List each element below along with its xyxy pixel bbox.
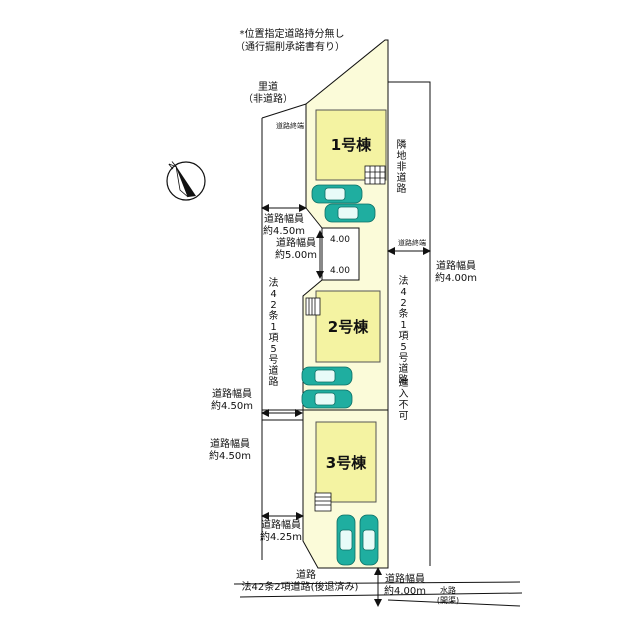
width-400-bottom-line1: 道路幅員 [385, 572, 425, 585]
bottom-road-line1: 道路 [296, 568, 316, 581]
width-425-line2: 約4.25m [260, 530, 302, 543]
road-end-right: 道路終端 [398, 238, 426, 247]
satodo-line2: （非道路） [243, 92, 293, 105]
building-1-label: 1号棟 [331, 136, 372, 154]
waterway-line2: (開渠) [437, 595, 459, 605]
width-425-line1: 道路幅員 [261, 518, 301, 531]
width-400-right-line2: 約4.00m [435, 271, 477, 284]
width-400-right-line1: 道路幅員 [436, 259, 476, 272]
car-3a [336, 514, 356, 566]
width-450-c-line1: 道路幅員 [210, 437, 250, 450]
waterway-line1: 水路 [440, 585, 456, 595]
dim-400-top: 4.00 [330, 235, 350, 245]
position-note-line1: *位置指定道路持分無し [240, 27, 345, 40]
road-end-top: 道路終端 [276, 121, 304, 130]
north-compass: N [166, 160, 206, 201]
car-2b [301, 389, 353, 409]
no-entry-label: 進入不可 [398, 378, 409, 422]
car-1a [311, 184, 363, 204]
north-mark-text: N [168, 160, 180, 172]
width-400-bottom-line2: 約4.00m [384, 584, 426, 597]
width-450-b-line2: 約4.50m [211, 399, 253, 412]
left-road-art-label: 法42条1項5号道路 [268, 278, 279, 388]
width-450-b-line1: 道路幅員 [212, 387, 252, 400]
satodo-line1: 里道 [258, 80, 278, 93]
width-500-line1: 道路幅員 [276, 236, 316, 249]
road-lines [233, 81, 523, 607]
building-2 [315, 290, 381, 363]
building-3-label: 3号棟 [326, 454, 367, 472]
car-3b [359, 514, 379, 566]
width-450-c-line2: 約4.50m [209, 449, 251, 462]
width-450-a-line1: 道路幅員 [264, 212, 304, 225]
car-2a [301, 366, 353, 386]
width-500-line2: 約5.00m [275, 248, 317, 261]
width-450-a-line2: 約4.50m [263, 224, 305, 237]
bottom-road-line2: 法42条2項道路(後退済み) [242, 580, 359, 593]
dim-400-bottom: 4.00 [330, 266, 350, 276]
position-note-line2: （通行掘削承諾書有り） [235, 40, 345, 53]
non-road-adjacent-label: 隣地非道路 [396, 140, 407, 195]
car-1b [324, 203, 376, 223]
right-road-art-label: 法42条1項5号道路 [398, 276, 409, 386]
entrance-grid-1 [364, 165, 386, 185]
building-3 [315, 421, 377, 503]
building-2-label: 2号棟 [328, 318, 369, 336]
entrance-grid-3 [314, 492, 332, 512]
entrance-grid-2 [305, 297, 321, 316]
